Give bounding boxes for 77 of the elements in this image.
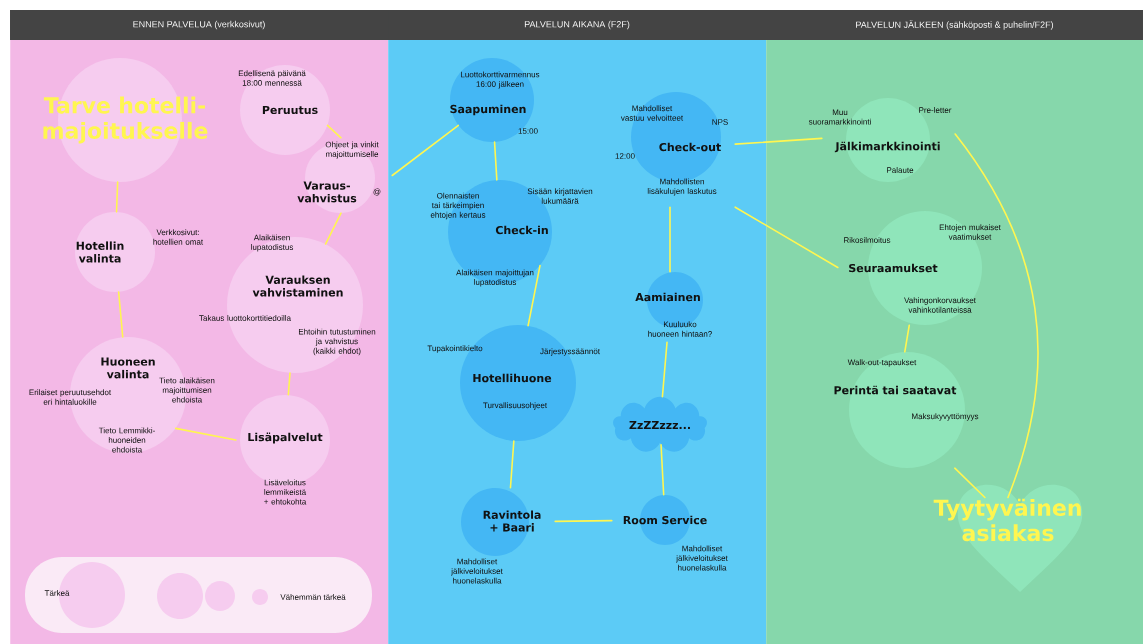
- stage-title: Jälkimarkkinointi: [834, 141, 940, 153]
- note-text: Maksukyvyttömyys: [912, 413, 979, 421]
- note-text: Tieto Lemmikki-huoneiden ehdoista: [98, 427, 155, 453]
- note-text: Palaute: [887, 167, 914, 173]
- note-text: Walk-out-tapaukset: [847, 359, 917, 367]
- legend-item: Vähemmän tärkeä: [252, 589, 346, 605]
- connector-line: [509, 440, 515, 489]
- note-text: Mahdollisten lisäkulujen laskutus: [647, 178, 717, 196]
- connector-line: [287, 372, 291, 396]
- connector-line: [554, 519, 613, 523]
- note-text: 12:00: [615, 153, 635, 159]
- legend-item: Tärkeä: [44, 562, 125, 628]
- note-text: Ehtojen mukaiset vaatimukset: [939, 224, 1001, 240]
- stage-title: Peruutus: [262, 105, 318, 115]
- note-text: 15:00: [518, 128, 538, 134]
- note-text: Tupakointikielto: [427, 345, 483, 353]
- connector-line: [660, 444, 665, 496]
- note-text: Ehtoihin tutustuminen ja vahvistus (kaikki ehdot): [299, 328, 376, 356]
- note-text: Järjestyssäännöt: [540, 348, 600, 356]
- stage-title: Tarve hotelli-majoitukselle: [43, 96, 208, 144]
- note-text: Pre-letter: [919, 107, 952, 113]
- connector-line: [734, 137, 823, 145]
- stage-title: Varaus-vahvistus: [297, 181, 357, 203]
- stage-title: Hotellihuone: [473, 373, 552, 383]
- stage-title: Seuraamukset: [849, 263, 938, 273]
- connector-line: [954, 133, 1039, 499]
- note-text: Turvallisuusohjeet: [483, 402, 547, 410]
- note-text: Muu suoramarkkinointi: [808, 109, 871, 125]
- note-text: Mahdolliset jälkiveloitukset huonelaskulla: [451, 558, 503, 584]
- note-text: Erilaiset peruutusehdot eri hintaluokille: [29, 389, 112, 405]
- note-text: Lisäveloitus lemmikeistä + ehtokohta: [264, 479, 307, 505]
- stage-title: Saapuminen: [450, 104, 526, 116]
- column-header: PALVELUN AIKANA (F2F): [388, 10, 766, 40]
- stage-title: Check-in: [495, 225, 548, 235]
- connector-line: [115, 181, 119, 213]
- connector-line: [661, 341, 668, 398]
- note-text: Tieto alaikäisen majoittumisen ehdoista: [159, 377, 215, 403]
- stage-title: Ravintola + Baari: [483, 510, 541, 532]
- connector-line: [954, 467, 986, 499]
- stage-title: Lisäpalvelut: [248, 432, 323, 444]
- connector-line: [734, 206, 839, 269]
- stage-title: Check-out: [659, 142, 721, 152]
- note-text: Edellisenä päivänä 18:00 mennessä: [238, 70, 306, 86]
- connector-line: [493, 141, 498, 181]
- note-text: Alaikäisen lupatodistus: [251, 234, 294, 252]
- note-text: @: [373, 188, 381, 196]
- connector-line: [174, 427, 237, 441]
- note-text: Vahingonkorvaukset vahinkotilanteissa: [904, 297, 976, 313]
- note-text: Verkkosivut: hotellien omat: [153, 229, 204, 245]
- connector-line: [904, 324, 911, 353]
- connector-line: [669, 206, 671, 273]
- stage-title: Room Service: [623, 515, 707, 525]
- connector-line: [324, 212, 342, 245]
- note-text: NPS: [712, 119, 728, 125]
- stage-title: Tyytyväinen asiakas: [933, 498, 1081, 542]
- connector-line: [527, 264, 541, 327]
- note-text: Luottokorttivarmennus 16:00 jälkeen: [461, 71, 540, 89]
- note-text: Mahdolliset jälkiveloitukset huonelaskulla: [676, 545, 728, 571]
- note-text: Ohjeet ja vinkit majoittumiselle: [325, 141, 379, 159]
- column-header: PALVELUN JÄLKEEN (sähköposti & puhelin/F2F): [766, 10, 1143, 40]
- note-text: Takaus luottokorttitiedoilla: [199, 315, 291, 321]
- cloud: ZzZZzzz...: [613, 396, 707, 452]
- stage-title: Varauksen vahvistaminen: [252, 275, 343, 297]
- note-text: Sisään kirjattavien lukumäärä: [527, 188, 593, 204]
- note-text: Kuuluuko huoneen hintaan?: [648, 321, 712, 337]
- note-text: Alaikäisen majoittujan lupatodistus: [456, 269, 534, 287]
- connector-line: [117, 291, 124, 338]
- stage-title: Perintä tai saatavat: [834, 385, 957, 395]
- connector-line: [391, 124, 460, 177]
- note-text: Olennaisten tai tärkeimpien ehtojen kertaus: [430, 192, 486, 220]
- connector-line: [326, 124, 342, 139]
- stage-title: Huoneen valinta: [101, 357, 155, 379]
- note-text: Mahdolliset vastuu velvoitteet: [620, 105, 684, 121]
- stage-title: Hotellin valinta: [76, 241, 124, 263]
- column-header: ENNEN PALVELUA (verkkosivut): [10, 10, 388, 40]
- stage-title: Aamiainen: [635, 292, 700, 302]
- note-text: Rikosilmoitus: [844, 237, 891, 243]
